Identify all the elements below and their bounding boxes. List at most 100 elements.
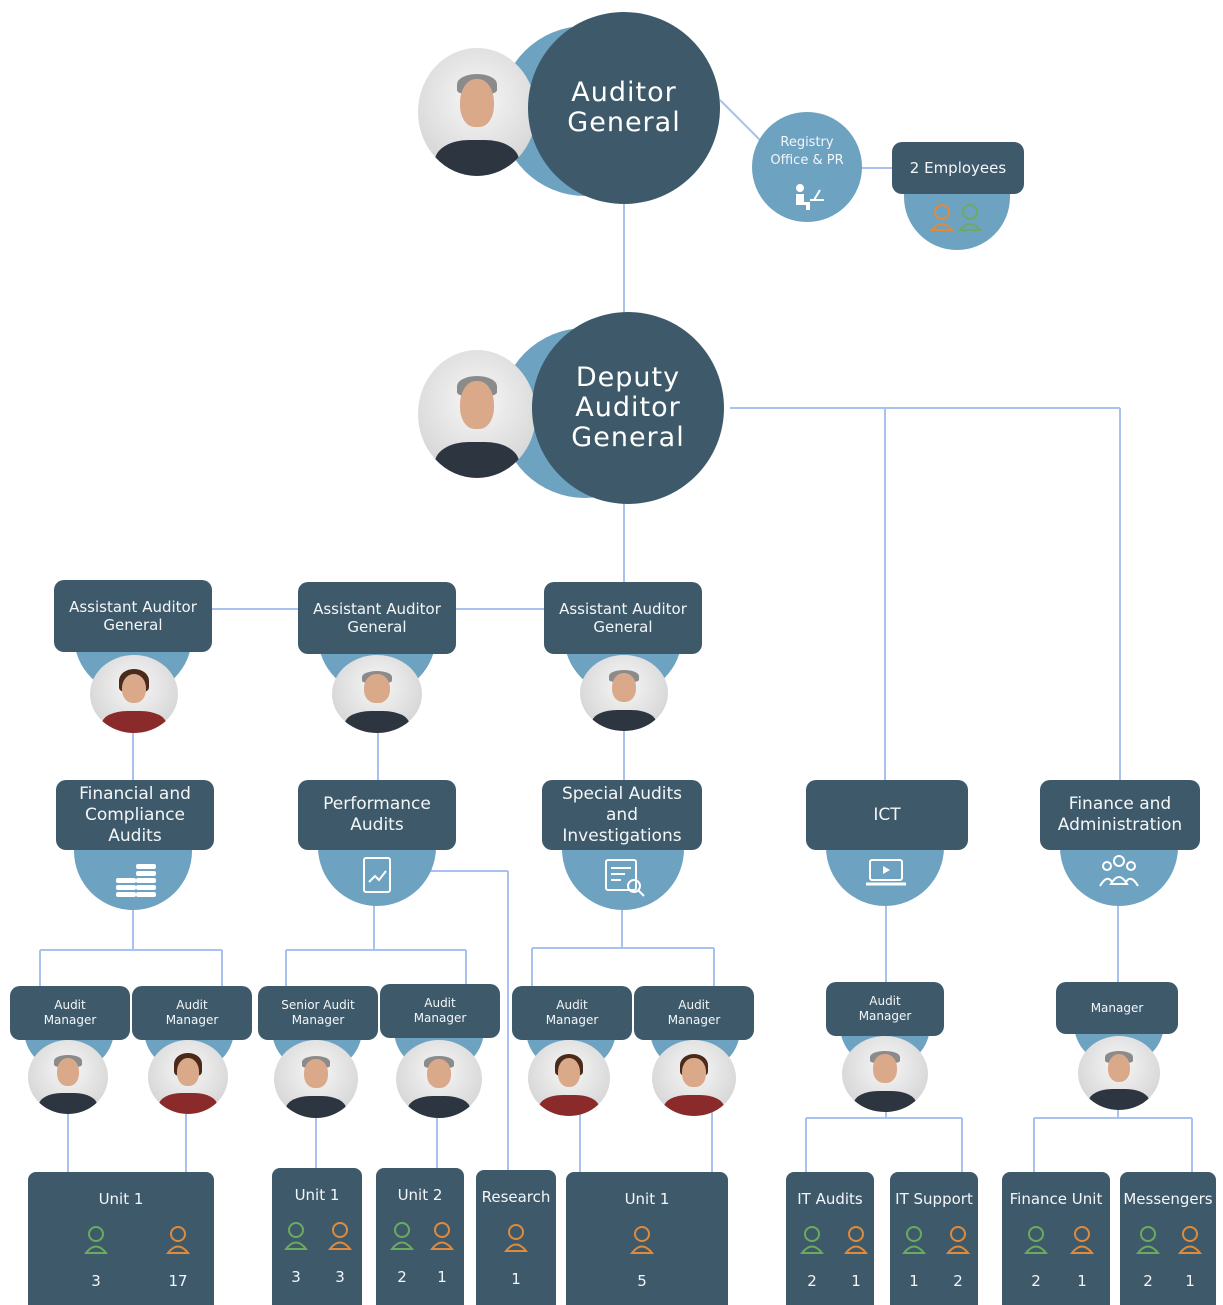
manager-6-box: Audit Manager bbox=[634, 986, 754, 1040]
female-person-icon bbox=[1070, 1226, 1094, 1254]
male-person-icon bbox=[800, 1226, 824, 1254]
unit-title: Unit 1 bbox=[294, 1186, 340, 1204]
male-person-icon bbox=[902, 1226, 926, 1254]
male-person-icon bbox=[1136, 1226, 1160, 1254]
female-staff-count: 1 bbox=[422, 1218, 462, 1288]
assistant-1-photo bbox=[90, 655, 178, 733]
female-staff-count: 5 bbox=[622, 1222, 662, 1292]
female-staff-count: 1 bbox=[836, 1222, 876, 1292]
staff-count-value: 5 bbox=[637, 1272, 647, 1290]
unit-box: Messengers 2 1 bbox=[1120, 1172, 1216, 1305]
male-staff-count: 1 bbox=[894, 1222, 934, 1292]
manager-8-photo bbox=[1078, 1036, 1160, 1110]
dept-performance-box: Performance Audits bbox=[298, 780, 456, 850]
staff-count-value: 2 bbox=[1143, 1272, 1153, 1290]
manager-6-photo bbox=[652, 1040, 736, 1116]
male-staff-count: 2 bbox=[792, 1222, 832, 1292]
staff-count-value: 2 bbox=[807, 1272, 817, 1290]
staff-count-value: 17 bbox=[168, 1272, 188, 1290]
manager-1-photo bbox=[28, 1040, 108, 1114]
employee-female-icon bbox=[930, 204, 954, 231]
staff-count-value: 1 bbox=[851, 1272, 861, 1290]
staff-count-value: 1 bbox=[511, 1270, 521, 1288]
assistant-1-box: Assistant Auditor General bbox=[54, 580, 212, 652]
manager-4-box: Audit Manager bbox=[380, 984, 500, 1038]
dept-financial-box: Financial and Compliance Audits bbox=[56, 780, 214, 850]
male-staff-count: 3 bbox=[276, 1218, 316, 1288]
chart-document-icon bbox=[363, 857, 391, 893]
female-staff-count: 1 bbox=[496, 1220, 536, 1290]
auditor-general-title: Auditor General bbox=[528, 12, 720, 204]
coin-stack-icon bbox=[116, 864, 156, 897]
female-person-icon bbox=[166, 1226, 190, 1254]
female-staff-count: 17 bbox=[158, 1222, 198, 1292]
unit-title: Research bbox=[481, 1188, 551, 1206]
female-staff-count: 2 bbox=[938, 1222, 978, 1292]
manager-5-box: Audit Manager bbox=[512, 986, 632, 1040]
manager-7-photo bbox=[842, 1036, 928, 1112]
female-staff-count: 3 bbox=[320, 1218, 360, 1288]
unit-box: Unit 1 3 17 bbox=[28, 1172, 214, 1305]
unit-title: IT Audits bbox=[797, 1190, 863, 1208]
male-person-icon bbox=[84, 1226, 108, 1254]
unit-title: Finance Unit bbox=[1009, 1190, 1103, 1208]
assistant-2-photo bbox=[332, 655, 422, 733]
manager-2-photo bbox=[148, 1040, 228, 1114]
unit-box: Unit 1 5 bbox=[566, 1172, 728, 1305]
manager-3-box: Senior Audit Manager bbox=[258, 986, 378, 1040]
person-at-desk-icon bbox=[796, 184, 824, 210]
male-staff-count: 2 bbox=[1128, 1222, 1168, 1292]
document-search-icon bbox=[605, 859, 645, 897]
unit-title: Unit 1 bbox=[624, 1190, 670, 1208]
staff-count-value: 1 bbox=[1077, 1272, 1087, 1290]
staff-count-value: 2 bbox=[953, 1272, 963, 1290]
employee-male-icon bbox=[958, 204, 982, 231]
female-person-icon bbox=[328, 1222, 352, 1250]
staff-count-value: 3 bbox=[335, 1268, 345, 1286]
male-staff-count: 3 bbox=[76, 1222, 116, 1292]
female-person-icon bbox=[630, 1226, 654, 1254]
female-person-icon bbox=[844, 1226, 868, 1254]
employees-box: 2 Employees bbox=[892, 142, 1024, 194]
female-person-icon bbox=[504, 1224, 528, 1252]
assistant-3-photo bbox=[580, 655, 668, 731]
unit-box: Research 1 bbox=[476, 1170, 556, 1305]
laptop-icon bbox=[866, 859, 906, 886]
manager-5-photo bbox=[528, 1040, 610, 1116]
dept-special-box: Special Audits and Investigations bbox=[542, 780, 702, 850]
unit-box: IT Support 1 2 bbox=[890, 1172, 978, 1305]
female-person-icon bbox=[1178, 1226, 1202, 1254]
male-person-icon bbox=[390, 1222, 414, 1250]
unit-box: Finance Unit 2 1 bbox=[1002, 1172, 1110, 1305]
manager-1-box: Audit Manager bbox=[10, 986, 130, 1040]
manager-3-photo bbox=[274, 1040, 358, 1118]
staff-count-value: 1 bbox=[1185, 1272, 1195, 1290]
female-staff-count: 1 bbox=[1062, 1222, 1102, 1292]
unit-title: Messengers bbox=[1123, 1190, 1213, 1208]
deputy-title: Deputy Auditor General bbox=[532, 312, 724, 504]
assistant-2-box: Assistant Auditor General bbox=[298, 582, 456, 654]
staff-count-value: 2 bbox=[397, 1268, 407, 1286]
manager-7-box: Audit Manager bbox=[826, 982, 944, 1036]
female-staff-count: 1 bbox=[1170, 1222, 1210, 1292]
unit-box: Unit 2 2 1 bbox=[376, 1168, 464, 1305]
unit-title: Unit 1 bbox=[98, 1190, 144, 1208]
manager-2-box: Audit Manager bbox=[132, 986, 252, 1040]
registry-label: Registry Office & PR bbox=[770, 135, 844, 168]
staff-count-value: 1 bbox=[909, 1272, 919, 1290]
male-person-icon bbox=[284, 1222, 308, 1250]
unit-title: Unit 2 bbox=[397, 1186, 443, 1204]
dept-ict-box: ICT bbox=[806, 780, 968, 850]
male-staff-count: 2 bbox=[382, 1218, 422, 1288]
male-person-icon bbox=[1024, 1226, 1048, 1254]
unit-box: IT Audits 2 1 bbox=[786, 1172, 874, 1305]
staff-count-value: 3 bbox=[291, 1268, 301, 1286]
female-person-icon bbox=[946, 1226, 970, 1254]
auditor-general-photo bbox=[418, 48, 536, 176]
manager-4-photo bbox=[396, 1040, 482, 1118]
staff-count-value: 1 bbox=[437, 1268, 447, 1286]
male-staff-count: 2 bbox=[1016, 1222, 1056, 1292]
dept-finance-box: Finance and Administration bbox=[1040, 780, 1200, 850]
unit-box: Unit 1 3 3 bbox=[272, 1168, 362, 1305]
staff-count-value: 2 bbox=[1031, 1272, 1041, 1290]
